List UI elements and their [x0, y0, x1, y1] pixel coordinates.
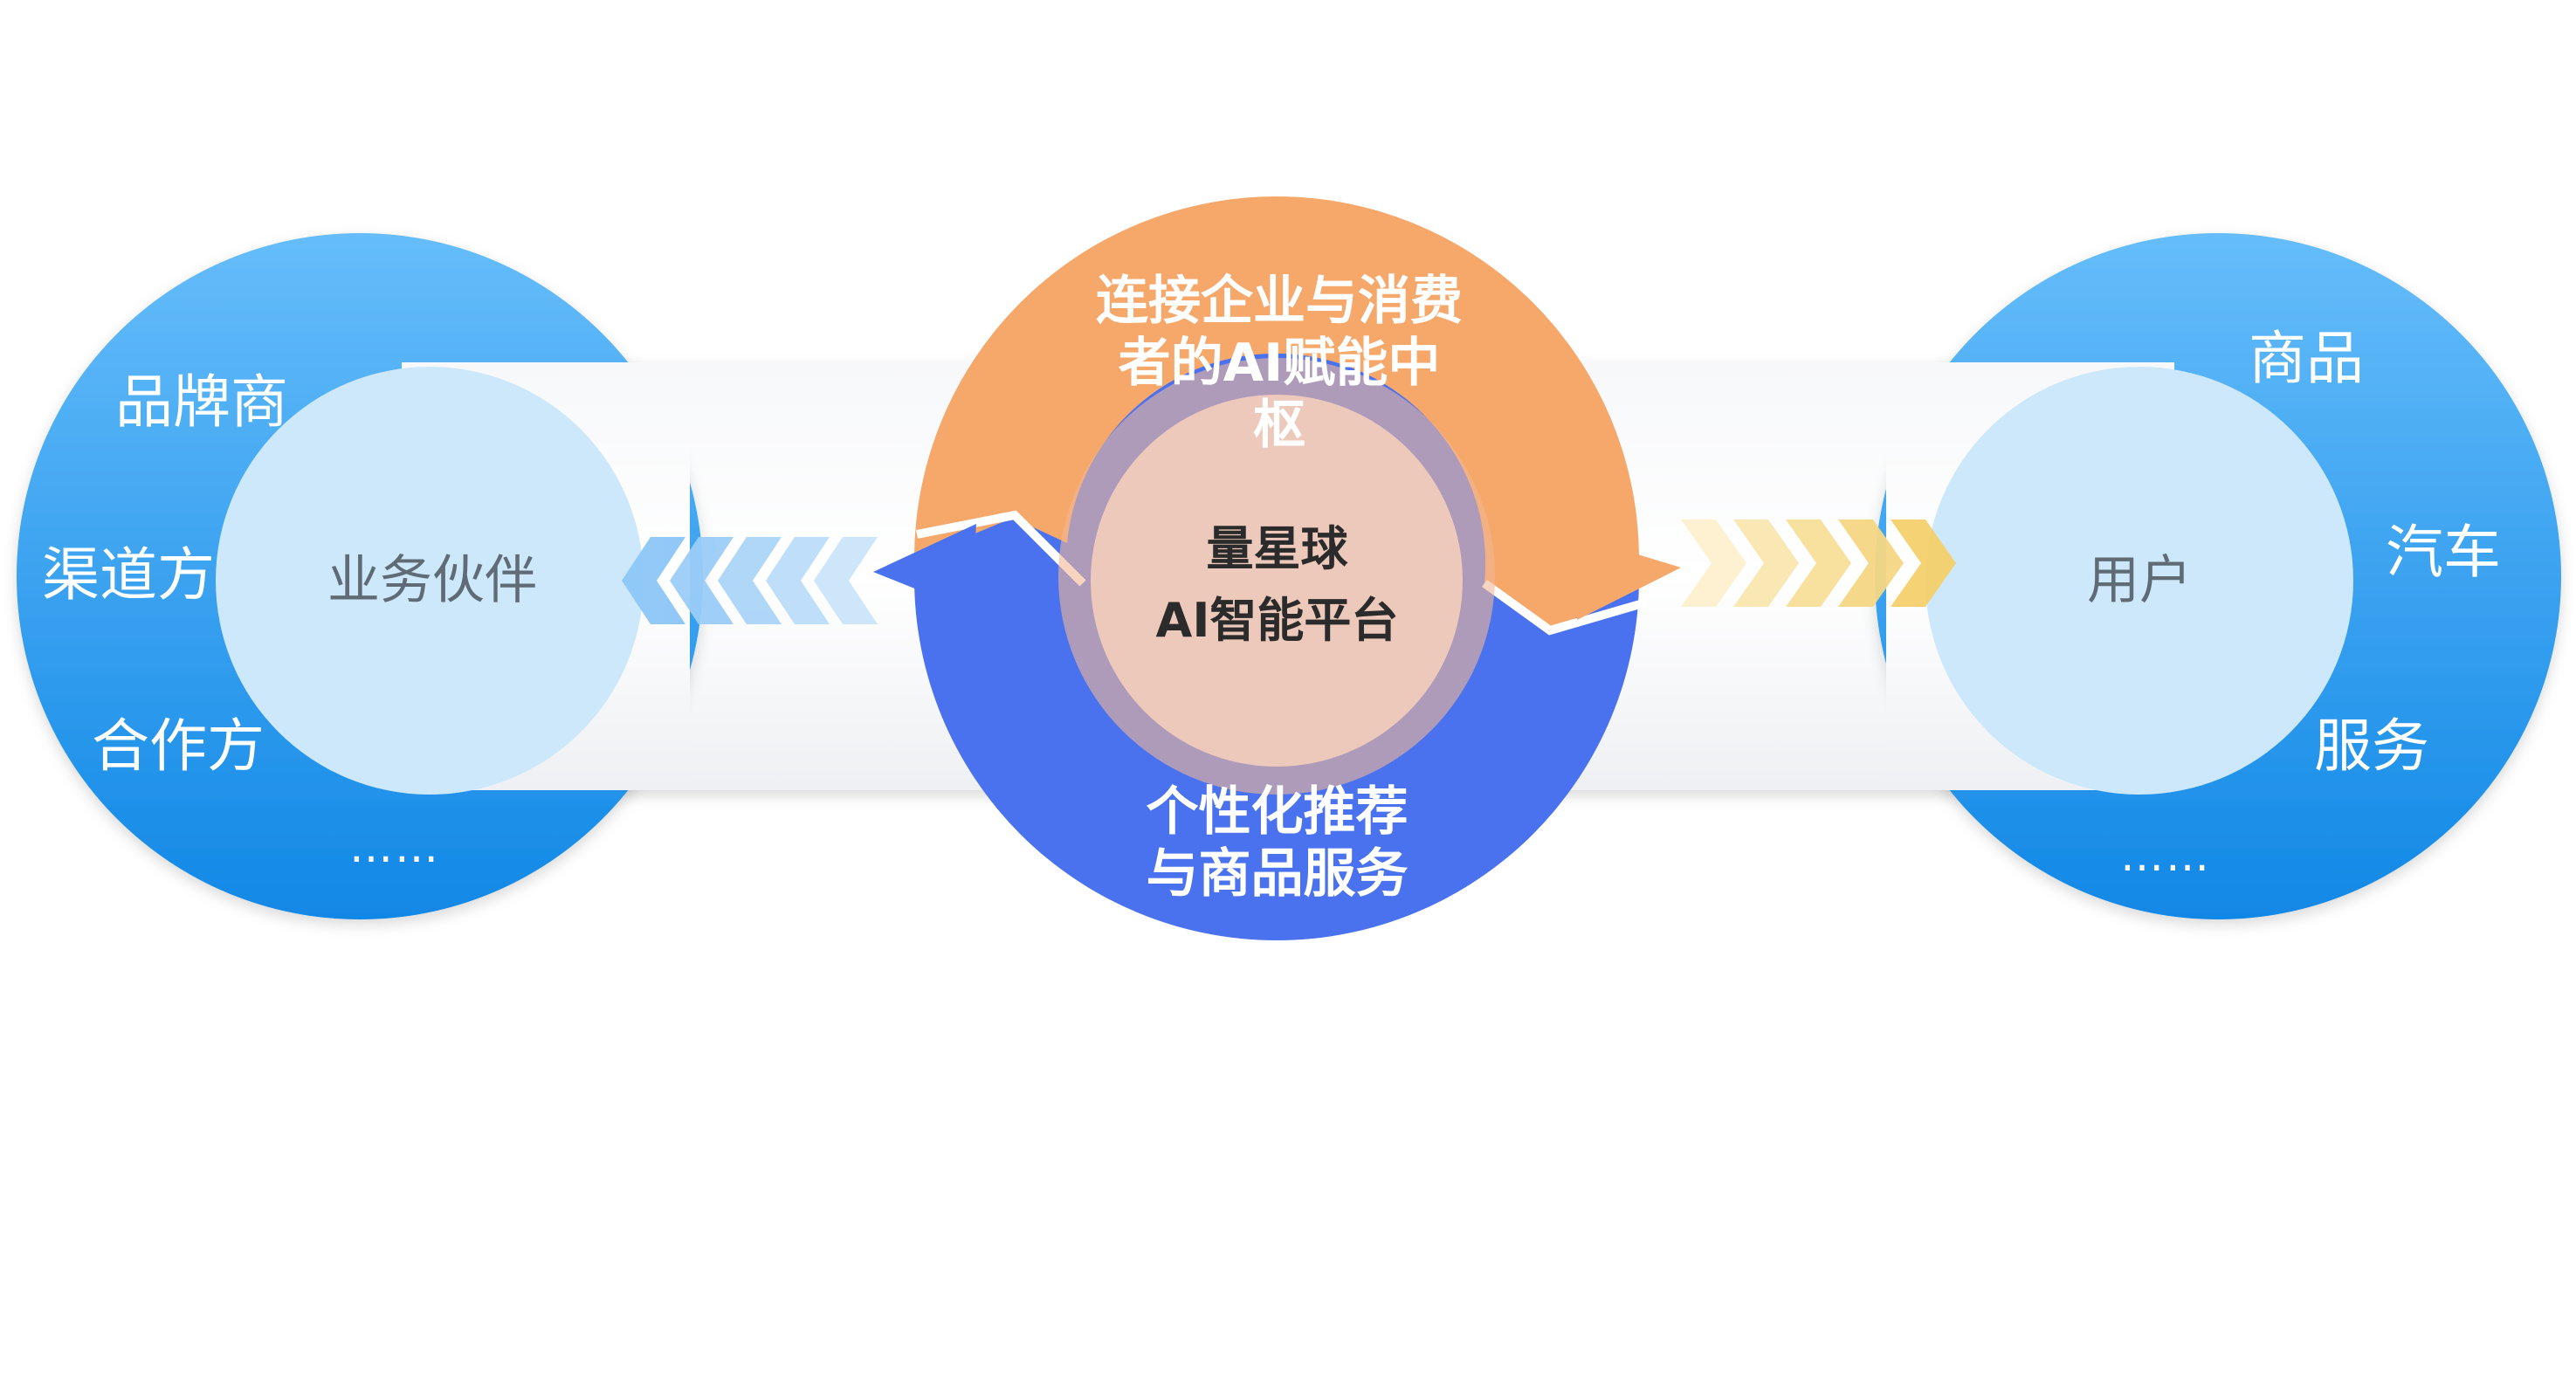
center-core-circle [1091, 395, 1463, 767]
bottom-arc-label: 个性化推荐与商品服务 [1146, 781, 1409, 905]
left-chevrons [622, 537, 878, 624]
left-item-channel: 渠道方 [42, 541, 215, 609]
left-item-brand: 品牌商 [115, 368, 288, 436]
orange-arrow-head [1572, 534, 1681, 620]
right-item-service: 服务 [2314, 712, 2429, 780]
core-label-line1: 量星球 [1206, 521, 1348, 576]
top-arc-label: 连接企业与消费者的AI赋能中枢 [1096, 271, 1463, 456]
right-item-more: …… [2120, 830, 2211, 881]
right-item-car: 汽车 [2386, 519, 2501, 586]
core-label-line2: AI智能平台 [1155, 593, 1399, 648]
left-item-partner: 合作方 [92, 712, 265, 780]
right-center-label: 用户 [2087, 550, 2192, 611]
blue-arrow-head [873, 524, 976, 611]
left-inner-circle [216, 367, 644, 795]
right-item-goods: 商品 [2249, 325, 2364, 392]
right-chevrons [1681, 520, 1956, 607]
left-center-label: 业务伙伴 [327, 550, 537, 611]
left-item-more: …… [349, 822, 440, 872]
right-inner-circle [1925, 367, 2353, 795]
